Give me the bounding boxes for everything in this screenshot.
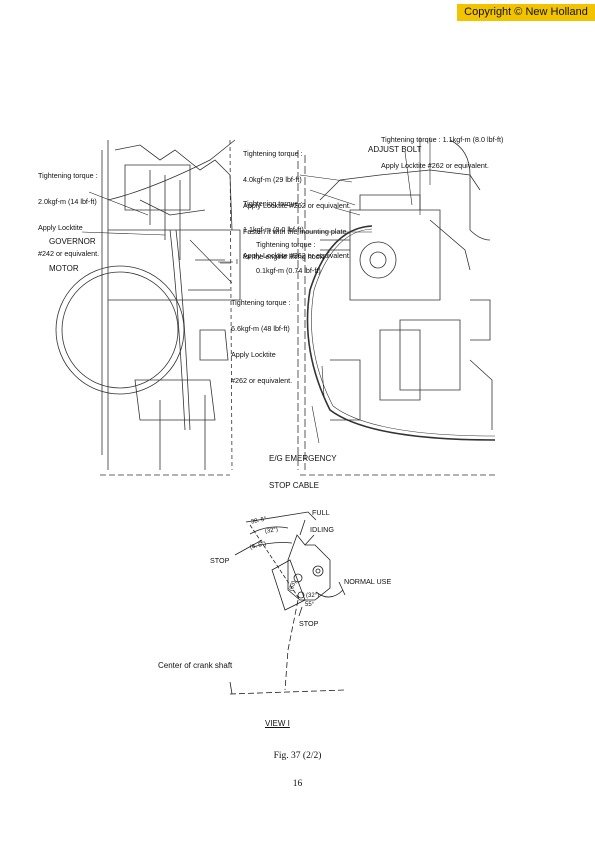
torque-line: 4.0kgf-m (29 lbf-ft) xyxy=(243,174,302,184)
governor-line: GOVERNOR xyxy=(49,237,96,246)
idling-position-label: IDLING xyxy=(310,525,334,534)
torque-line: Tightening torque : xyxy=(243,149,303,159)
torque-line: #242 or equivalent. xyxy=(38,248,100,258)
angle-label: 55° xyxy=(305,602,315,608)
emergency-stop-cable-label: E/G EMERGENCY STOP CABLE xyxy=(269,436,337,499)
torque-line: Apply Locktite #262 or equivalent. xyxy=(243,250,351,260)
torque-line: 0.1kgf-m (0.74 lbf-ft) xyxy=(256,265,321,275)
torque-note-mid-3: Tightening torque : 0.1kgf-m (0.74 lbf-f… xyxy=(256,224,321,284)
stop-position-label: STOP xyxy=(210,556,230,565)
full-position-label: FULL xyxy=(312,508,330,517)
torque-line: Apply Locktite #262 or equivalent. xyxy=(381,160,489,170)
torque-line: 2.0kgf-m (14 lbf-ft) xyxy=(38,196,97,206)
torque-note-center: Tightening torque : 4.0kgf-m (29 lbf-ft)… xyxy=(243,133,351,271)
torque-line: #262 or equivalent. xyxy=(231,375,293,385)
normal-use-label: NORMAL USE xyxy=(344,577,392,586)
torque-note-left: Tightening torque : 2.0kgf-m (14 lbf-ft)… xyxy=(38,155,99,267)
cable-line: STOP CABLE xyxy=(269,481,319,490)
view-arrow-mark: I xyxy=(236,259,238,266)
torque-line: Tightening torque : xyxy=(38,171,98,181)
torque-line: Apply Locktite xyxy=(231,349,276,359)
torque-line: 1.1kgf-m (8.0 lbf-ft) xyxy=(243,224,304,234)
adjust-bolt-label: ADJUST BOLT xyxy=(368,145,422,154)
torque-line: for the engine lifting hook xyxy=(243,252,324,262)
torque-line: Apply Locktite xyxy=(38,222,83,232)
torque-line: Tightening torque : xyxy=(231,298,291,308)
page-number: 16 xyxy=(292,779,303,789)
torque-line: Apply Locktite #262 or equivalent. xyxy=(243,200,351,210)
governor-line: MOTOR xyxy=(49,264,79,273)
torque-note-mid-2: Tightening torque : 1.1kgf-m (8.0 lbf-ft… xyxy=(243,183,351,269)
torque-line: Tightening torque : xyxy=(256,240,316,250)
torque-note-lower: Tightening torque : 6.6kgf-m (48 lbf-ft)… xyxy=(231,282,292,394)
torque-line: 6.6kgf-m (48 lbf-ft) xyxy=(231,323,290,333)
governor-motor-label: GOVERNOR MOTOR xyxy=(49,219,96,282)
torque-line: Tightening torque : 1.1kgf-m (8.0 lbf-ft… xyxy=(381,135,504,145)
torque-line: Tightening torque : xyxy=(243,199,303,209)
crank-shaft-center-label: Center of crank shaft xyxy=(158,661,233,670)
angle-label: (32°) xyxy=(306,593,320,599)
copyright-banner: Copyright © New Holland xyxy=(457,4,595,21)
torque-note-top-right: Tightening torque : 1.1kgf-m (8.0 lbf-ft… xyxy=(381,119,503,179)
view-title: VIEW I xyxy=(265,719,290,728)
figure-caption: Fig. 37 (2/2) xyxy=(273,751,322,761)
cable-line: E/G EMERGENCY xyxy=(269,454,337,463)
torque-line: Fasten it with the mounting plate xyxy=(243,226,347,236)
stop-bottom-label: STOP xyxy=(299,619,319,628)
